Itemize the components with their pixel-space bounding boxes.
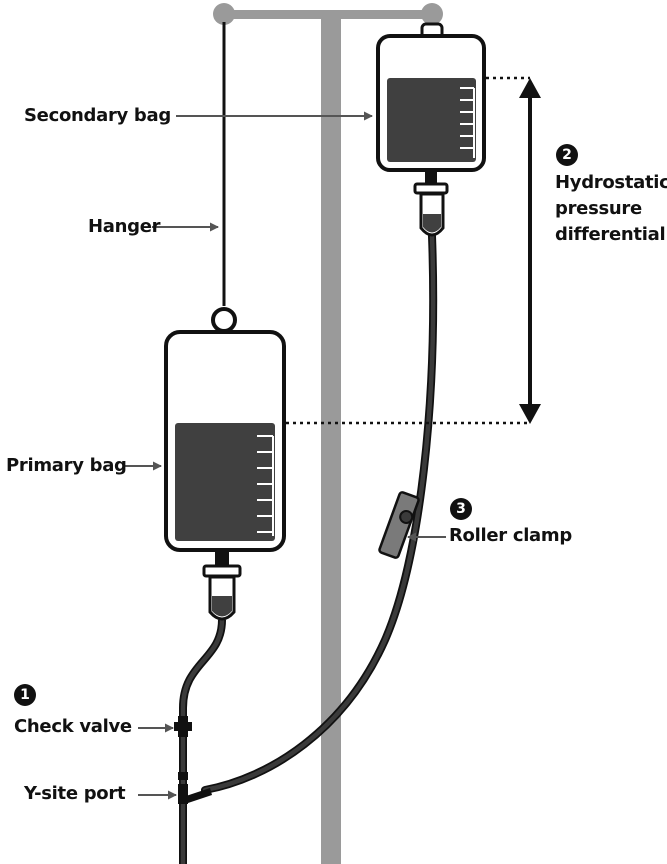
check-valve-label: Check valve [14,716,132,737]
y-site-port-label: Y-site port [24,783,126,804]
iv-pole [213,3,443,864]
roller-clamp-label: Roller clamp [449,525,572,546]
hydrostatic-label-line2: pressure [555,198,642,219]
hanger-label: Hanger [88,216,161,237]
roller-clamp-badge: 3 [450,498,472,520]
label-arrows [124,111,446,800]
hydrostatic-badge: 2 [556,144,578,166]
hanger [211,22,237,333]
secondary-bag-label: Secondary bag [24,105,171,126]
hydrostatic-label-line1: Hydrostatic [555,172,667,193]
check-valve-badge: 1 [14,684,36,706]
pressure-differential-indicator [286,76,541,425]
y-site-port [178,772,212,804]
primary-tubing [179,619,226,864]
primary-bag-label: Primary bag [6,455,127,476]
hydrostatic-label-line3: differential [555,224,666,245]
check-valve [174,716,192,737]
primary-bag [164,330,286,621]
roller-clamp [378,491,420,559]
secondary-bag [376,22,486,237]
